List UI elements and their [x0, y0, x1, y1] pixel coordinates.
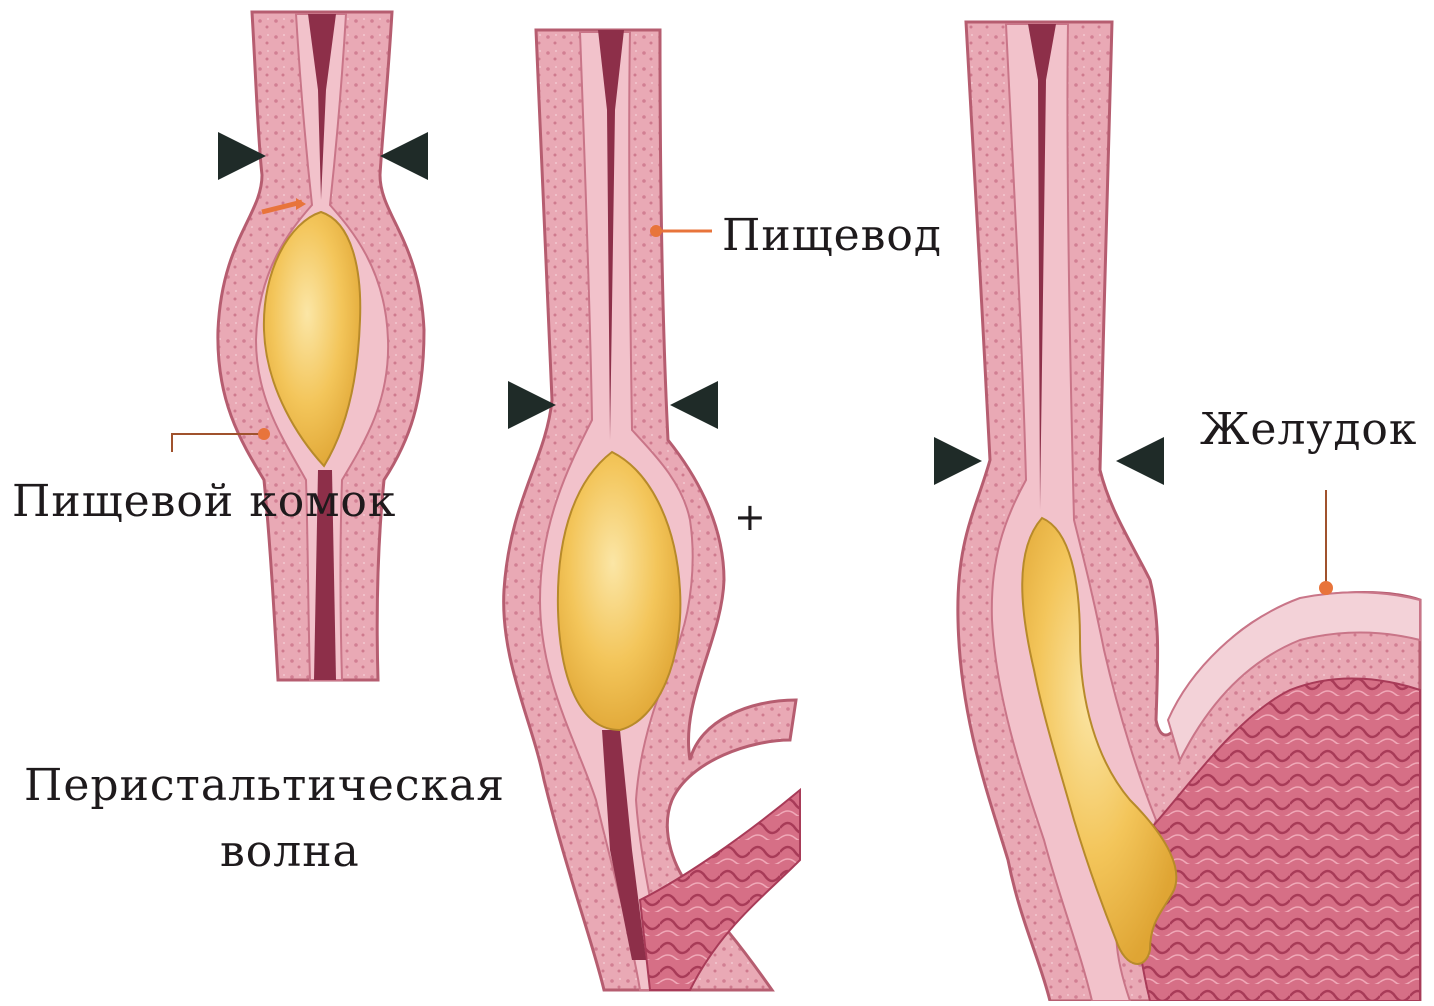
label-food-bolus: Пищевой комок	[12, 480, 396, 524]
esophagus-pointer-dot	[650, 225, 662, 237]
label-esophagus: Пищевод	[722, 214, 942, 258]
label-peristaltic-wave-line1: Перистальтическая	[24, 764, 505, 808]
esophagus-segment-3	[958, 22, 1420, 1001]
label-peristaltic-wave-line2: волна	[220, 830, 360, 874]
label-stomach: Желудок	[1200, 408, 1417, 452]
plus-sign: +	[734, 498, 766, 536]
bolus-pointer-dot	[258, 428, 270, 440]
stomach-pointer-dot	[1319, 581, 1333, 595]
